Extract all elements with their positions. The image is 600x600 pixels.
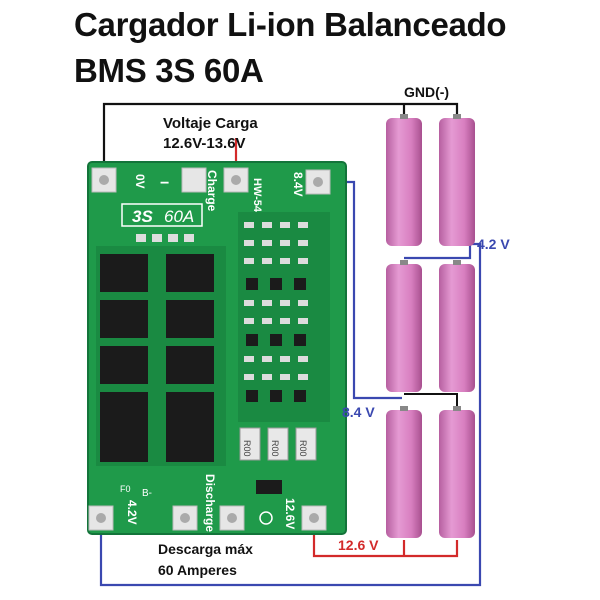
cell-5 [386, 410, 422, 538]
title-line-1: Cargador Li-ion Balanceado [74, 6, 507, 43]
silk-0v: 0V [133, 174, 147, 189]
silk-4-2v: 4.2V [125, 500, 139, 525]
silk-8-4v: 8.4V [291, 172, 305, 197]
battery-cells [386, 114, 475, 538]
mosfet-array [100, 254, 214, 462]
silk-discharge: Discharge [203, 474, 217, 532]
cell-3 [386, 264, 422, 392]
cell-1 [386, 118, 422, 246]
silk-12-6v: 12.6V [283, 498, 297, 529]
discharge-line-1: Descarga máx [158, 541, 253, 557]
resistor-mark-1: R00 [242, 440, 252, 457]
wire-12-6v [312, 518, 459, 558]
charge-voltage-range: 12.6V-13.6V [163, 135, 246, 152]
bms-board: − [87, 161, 347, 535]
discharge-line-2: 60 Amperes [158, 562, 237, 578]
silk-cap: F0 [120, 484, 131, 494]
silk-charge: Charge [205, 170, 219, 212]
cell-4 [439, 264, 475, 392]
label-8-4v: 8.4 V [342, 404, 375, 420]
silk-current: 60A [164, 207, 194, 226]
wire-4-2v-cells [404, 242, 472, 260]
label-4-2v: 4.2 V [477, 236, 510, 252]
gnd-label: GND(-) [404, 84, 450, 100]
silk-hw: HW-54 [251, 178, 263, 213]
model-box [121, 203, 203, 227]
diode [256, 480, 282, 494]
silk-model: 3S [132, 207, 153, 226]
pad-charge-neg [181, 167, 207, 193]
shunt-resistors [239, 427, 317, 461]
wire-4-2v-bottom [99, 242, 482, 587]
resistor-mark-3: R00 [298, 440, 308, 457]
smd-components [244, 222, 308, 380]
cell-2 [439, 118, 475, 246]
ic-chips [246, 278, 306, 402]
pad-discharge-pos [219, 505, 245, 531]
cell-6 [439, 410, 475, 538]
plus-symbol: − [160, 175, 169, 192]
title-line-2: BMS 3S 60A [74, 52, 264, 89]
label-12-6v: 12.6 V [338, 537, 379, 553]
resistor-mark-2: R00 [270, 440, 280, 457]
silk-side: B- [142, 488, 152, 499]
gnd-wire [102, 102, 459, 182]
charge-voltage-title: Voltaje Carga [163, 115, 258, 132]
cell-link [404, 393, 458, 408]
